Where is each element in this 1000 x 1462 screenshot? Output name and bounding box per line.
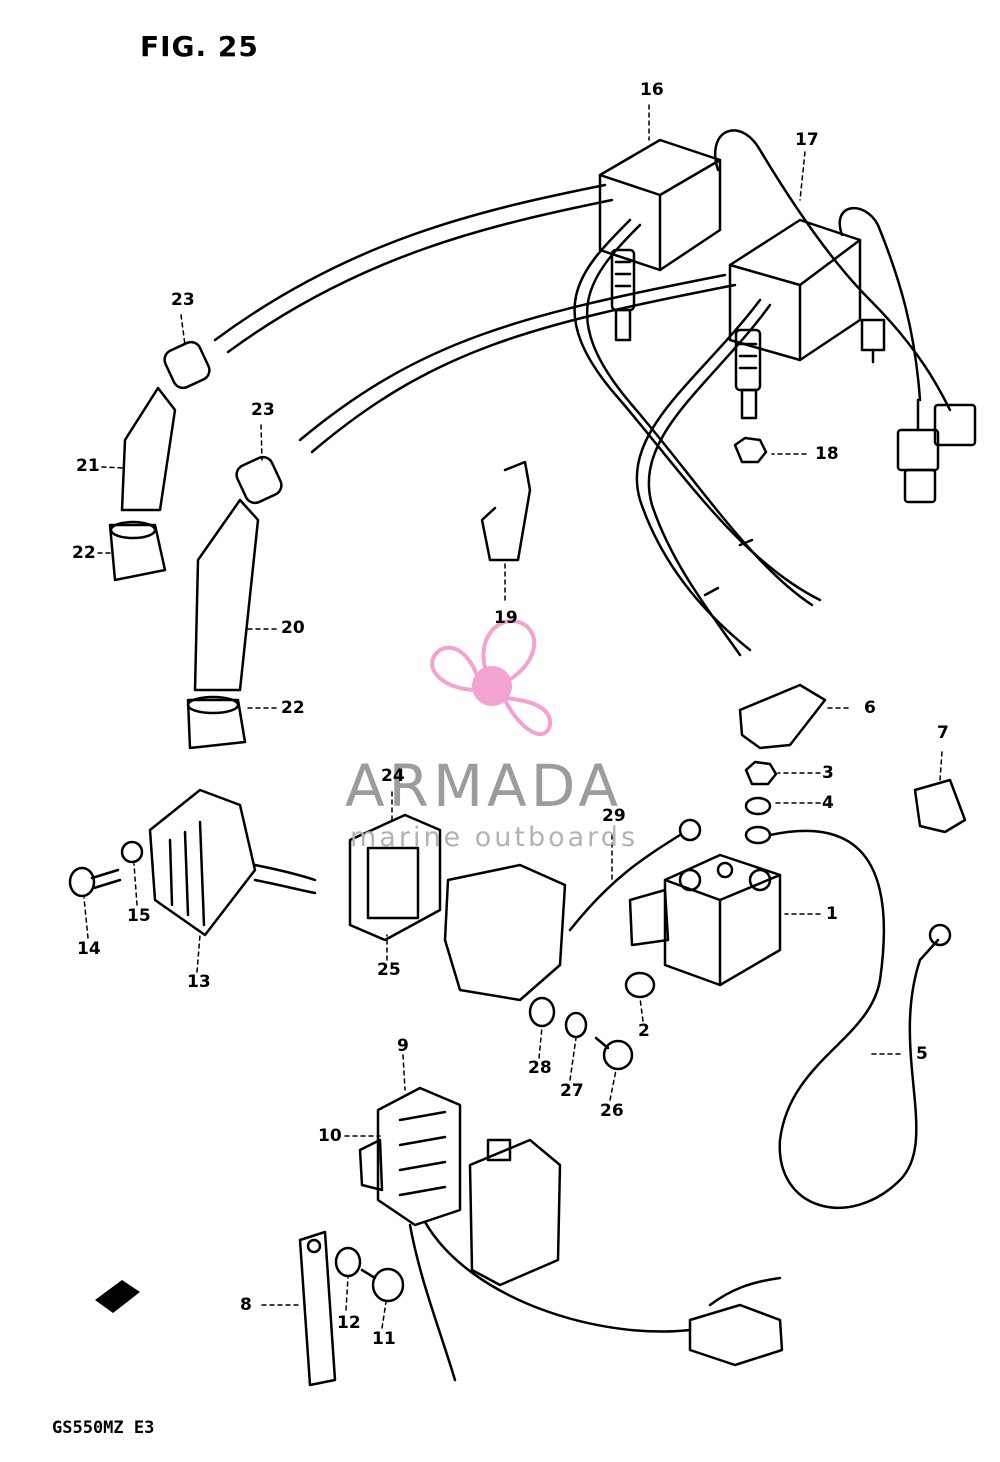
regulator-13 [148,788,317,937]
front-arrow-icon [95,1280,140,1313]
washer-28 [528,996,556,1028]
cushion-7 [913,778,967,834]
callout-24: 24 [381,766,405,786]
callout-8: 8 [240,1295,252,1315]
screw-11 [360,1267,405,1303]
bracket-8 [298,1230,337,1387]
screw-26 [594,1036,634,1071]
callout-28: 28 [528,1058,552,1078]
ground-lead-29 [568,818,702,932]
ignition-coil-17 [728,218,886,420]
watermark-tagline: marine outboards [350,822,639,853]
callout-4: 4 [822,793,834,813]
callout-7: 7 [937,723,949,743]
figure-title: FIG. 25 [140,30,259,63]
callout-23b: 23 [251,400,275,420]
callout-1: 1 [826,904,838,924]
watermark-name: ARMADA [345,752,623,820]
callout-25: 25 [377,960,401,980]
callout-14: 14 [77,939,101,959]
leader-lines [83,104,943,1329]
propeller-icon [430,619,553,737]
coil-primary-leads [714,129,977,504]
screw-14 [68,866,122,898]
callout-5: 5 [916,1044,928,1064]
plug-caps [108,340,283,750]
callout-11: 11 [372,1329,396,1349]
washer-27 [564,1011,588,1039]
callout-13: 13 [187,972,211,992]
callout-29: 29 [602,806,626,826]
callout-22b: 22 [281,698,305,718]
model-code: GS550MZ E3 [52,1418,155,1438]
washer-15 [120,840,144,864]
cover [443,863,567,1002]
battery-cable-5 [744,825,952,1209]
screw-2 [624,971,656,999]
starter-relay-1 [628,853,782,987]
relay-unit [468,1138,562,1287]
callout-15: 15 [127,906,151,926]
callout-2: 2 [638,1021,650,1041]
callout-3: 3 [822,763,834,783]
callout-18: 18 [815,444,839,464]
harness-connector [688,1276,784,1367]
callout-6: 6 [864,698,876,718]
clamp-19 [480,460,532,562]
callout-23: 23 [171,290,195,310]
washer-4 [744,796,772,816]
callout-20: 20 [281,618,305,638]
callout-10: 10 [318,1126,342,1146]
washer-12 [334,1246,362,1278]
callout-19: 19 [494,608,518,628]
callout-26: 26 [600,1101,624,1121]
callout-22: 22 [72,543,96,563]
callout-9: 9 [397,1036,409,1056]
callout-27: 27 [560,1081,584,1101]
cap-6 [738,683,827,750]
unit-24 [348,813,442,942]
nut-18 [733,436,768,464]
callout-21: 21 [76,456,100,476]
callout-17: 17 [795,130,819,150]
callout-16: 16 [640,80,664,100]
high-tension-leads [213,183,822,657]
callout-12: 12 [337,1313,361,1333]
nut-3 [744,760,778,786]
fuse-box-9 [358,1086,692,1382]
